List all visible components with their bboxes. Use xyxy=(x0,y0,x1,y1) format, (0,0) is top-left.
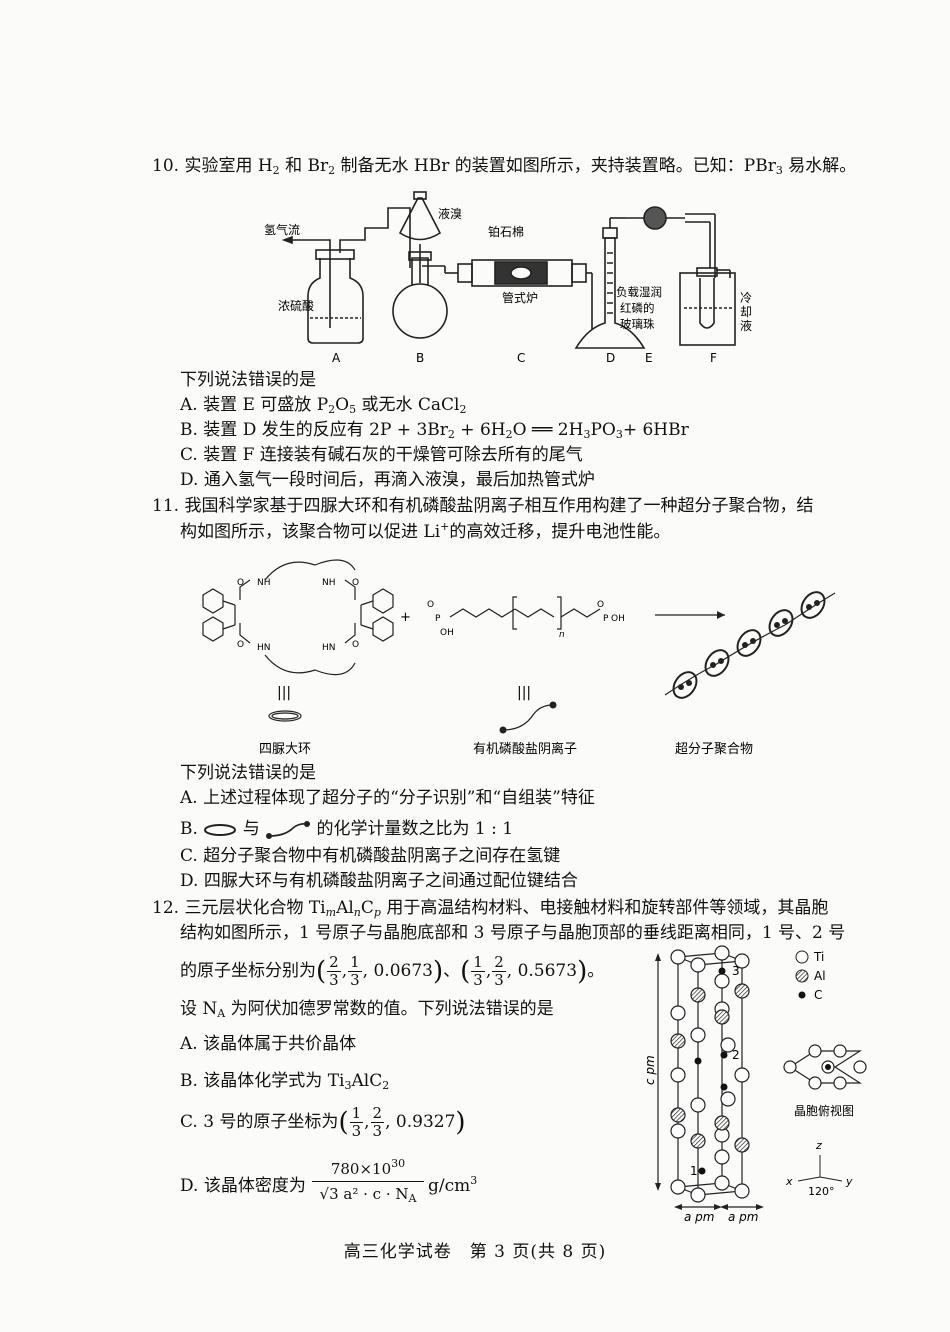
svg-text:HN: HN xyxy=(322,643,336,653)
q12-option-a: A. 该晶体属于共价晶体 xyxy=(180,1034,357,1054)
label-bromine: 液溴 xyxy=(438,206,462,221)
svg-text:O: O xyxy=(352,578,359,588)
q11-prompt: 下列说法错误的是 xyxy=(180,763,316,783)
svg-text:120°: 120° xyxy=(808,1185,835,1198)
apparatus-diagram: 氢气流 浓硫酸 液溴 铂石棉 管式炉 负载湿润 红磷的 玻璃珠 冷 却 液 A … xyxy=(264,191,752,365)
q12-stem-line4: 设 NA 为阿伏加德罗常数的值。下列说法错误的是 xyxy=(180,999,554,1020)
label-cool3: 液 xyxy=(740,318,752,333)
density-unit: g/cm3 xyxy=(428,1174,478,1196)
supramolecular-figure: NH HN NH HN O O O O + P O OH P O OH n ||… xyxy=(202,559,836,757)
svg-text:O: O xyxy=(237,578,244,588)
label-E: E xyxy=(645,351,653,365)
label-C: C xyxy=(517,351,525,365)
q11-option-d: D. 四脲大环与有机磷酸盐阴离子之间通过配位键结合 xyxy=(180,871,578,891)
q10-option-c: C. 装置 F 连接装有碱石灰的干燥管可除去所有的尾气 xyxy=(180,445,583,465)
svg-text:OH: OH xyxy=(440,628,454,638)
q12-option-d: D. 该晶体密度为 xyxy=(180,1176,306,1196)
label-acid: 浓硫酸 xyxy=(278,298,314,313)
svg-text:a pm: a pm xyxy=(684,1210,714,1224)
label-cool1: 冷 xyxy=(740,291,752,305)
label-A: A xyxy=(332,351,341,365)
svg-text:x: x xyxy=(785,1175,793,1188)
svg-text:O: O xyxy=(427,600,434,610)
svg-text:|||: ||| xyxy=(517,685,531,701)
svg-text:O: O xyxy=(597,600,604,610)
q10-stem: 10. 实验室用 H2 和 Br2 制备无水 HBr 的装置如图所示，夹持装置略… xyxy=(152,156,857,177)
page-footer: 高三化学试卷 第 3 页(共 8 页) xyxy=(343,1242,607,1262)
label-macrocycle: 四脲大环 xyxy=(259,742,311,757)
q11-option-c: C. 超分子聚合物中有机磷酸盐阴离子之间存在氢键 xyxy=(180,846,561,866)
svg-text:n: n xyxy=(559,630,565,640)
svg-text:+: + xyxy=(400,610,411,625)
top-view-label: 晶胞俯视图 xyxy=(794,1103,854,1118)
label-beads3: 玻璃珠 xyxy=(620,317,655,331)
label-hydrogen: 氢气流 xyxy=(264,222,300,237)
svg-text:HN: HN xyxy=(257,643,271,653)
crystal-cell-figure: 3 2 1 c pm a pm a pm Ti Al C 晶胞俯视图 z x y… xyxy=(643,945,867,1224)
svg-text:3: 3 xyxy=(732,964,740,978)
q10-option-d: D. 通入氢气一段时间后，再滴入液溴，最后加热管式炉 xyxy=(180,470,595,490)
label-B: B xyxy=(416,351,424,365)
q11-option-b: B. 与 的化学计量数之比为 1 : 1 xyxy=(180,819,514,839)
svg-text:Al: Al xyxy=(814,969,826,983)
anion-icon xyxy=(266,820,311,839)
label-polymer: 超分子聚合物 xyxy=(675,742,753,757)
svg-text:C: C xyxy=(814,988,822,1002)
label-F: F xyxy=(710,351,717,365)
svg-text:a pm: a pm xyxy=(728,1210,758,1224)
label-anion: 有机磷酸盐阴离子 xyxy=(473,741,577,757)
q10-option-a: A. 装置 E 可盛放 P2O5 或无水 CaCl2 xyxy=(180,395,467,416)
q11-stem-line2: 构如图所示，该聚合物可以促进 Li+的高效迁移，提升电池性能。 xyxy=(180,520,671,542)
label-cool2: 却 xyxy=(740,305,752,319)
label-beads2: 红磷的 xyxy=(620,301,655,315)
density-fraction: 780×1030 √3 a² · c · NA xyxy=(312,1158,424,1204)
svg-text:P: P xyxy=(603,614,609,624)
svg-text:O: O xyxy=(352,640,359,650)
q10-prompt: 下列说法错误的是 xyxy=(180,370,316,390)
label-asbestos: 铂石棉 xyxy=(488,224,524,239)
svg-text:P: P xyxy=(435,614,441,624)
q12-stem-line1: 12. 三元层状化合物 TimAlnCp 用于高温结构材料、电接触材料和旋转部件… xyxy=(152,898,829,919)
svg-text:O: O xyxy=(237,640,244,650)
svg-text:Ti: Ti xyxy=(813,950,824,964)
svg-text:NH: NH xyxy=(257,578,271,588)
q10-option-b: B. 装置 D 发生的反应有 2P + 3Br2 + 6H2O ══ 2H3PO… xyxy=(180,420,689,441)
label-furnace: 管式炉 xyxy=(502,290,538,305)
svg-text:NH: NH xyxy=(322,578,336,588)
q11-stem-line1: 11. 我国科学家基于四脲大环和有机磷酸盐阴离子相互作用构建了一种超分子聚合物，… xyxy=(152,496,814,516)
svg-text:y: y xyxy=(845,1175,853,1188)
q12-option-b: B. 该晶体化学式为 Ti3AlC2 xyxy=(180,1071,390,1092)
label-D: D xyxy=(606,351,615,365)
q11-option-a: A. 上述过程体现了超分子的“分子识别”和“自组装”特征 xyxy=(180,788,595,808)
svg-text:2: 2 xyxy=(732,1048,740,1062)
label-beads1: 负载湿润 xyxy=(616,285,662,299)
svg-text:OH: OH xyxy=(611,614,625,624)
svg-text:c pm: c pm xyxy=(643,1055,657,1085)
svg-text:z: z xyxy=(815,1139,822,1152)
svg-text:1: 1 xyxy=(690,1164,698,1178)
ring-icon xyxy=(204,823,237,836)
svg-text:|||: ||| xyxy=(277,685,291,701)
q12-stem-line2: 结构如图所示，1 号原子与晶胞底部和 3 号原子与晶胞顶部的垂线距离相同，1 号… xyxy=(180,923,846,943)
